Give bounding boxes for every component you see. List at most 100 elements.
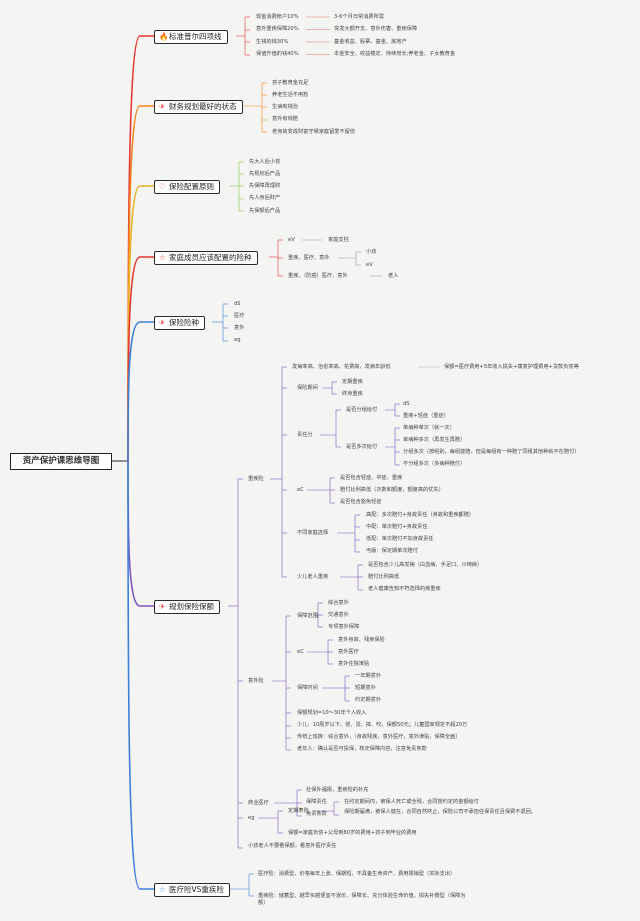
scope-item[interactable]: 综合意外 <box>328 599 349 606</box>
root-node[interactable]: 资产保护课思维导图 <box>10 453 112 470</box>
yec-item[interactable]: 意外医疗 <box>338 648 359 655</box>
child-item[interactable]: 是否包含少儿高发病（白血病、手足口、川崎病） <box>368 561 483 568</box>
node-family-insurance[interactable]: ☆家庭成员应该配置的险种 <box>154 251 258 265</box>
principle-item[interactable]: 先保额后产品 <box>249 207 281 214</box>
scope-item[interactable]: 交通意外 <box>328 611 349 618</box>
multi-item[interactable]: 单病种单次（就一次） <box>403 424 455 431</box>
ec[interactable]: eC <box>297 486 304 493</box>
member-who[interactable]: eV <box>366 261 373 268</box>
ec-item[interactable]: 赔付比例高低（次数和额度，额度高的优先） <box>340 486 444 493</box>
principle-item[interactable]: 先规划后产品 <box>249 170 281 177</box>
star-icon: ☆ <box>159 885 166 894</box>
type-item[interactable]: dS <box>234 300 241 307</box>
time-item[interactable]: 一年期意外 <box>355 672 381 679</box>
tsp-item[interactable]: 现金消费帐户10% <box>256 13 299 20</box>
accident-note[interactable]: 老年人：确认是否可投保，核定保障内容，注意免责条款 <box>297 746 427 753</box>
choice-item[interactable]: 中配：单次赔付+身故责任 <box>366 523 428 530</box>
multi-item[interactable]: 单病种多次（再发生再赔） <box>403 436 466 443</box>
accident-note[interactable]: 传统上班族：综合意外，（身故残疾，意外医疗，意外津贴，保障全面） <box>297 734 461 741</box>
plane-icon: ✈ <box>159 318 166 327</box>
medical-item[interactable]: 保障责任 <box>306 798 327 805</box>
eg[interactable]: eg <box>248 814 255 821</box>
multi-pay[interactable]: 是否多次给付 <box>346 443 378 450</box>
term-item[interactable]: 保险期届满，被保人健在，合同自然终止，保险公司不承担任保责任且保费不退回。 <box>344 808 536 815</box>
heart-icon: ♡ <box>159 182 166 191</box>
fire-icon: 🔥 <box>159 32 169 41</box>
member-item[interactable]: 重疾、医疗、意外 <box>288 254 330 261</box>
formula[interactable]: 保额=医疗费用+5年收入损失+康复护理费用+贷款负债等 <box>444 363 579 370</box>
member-who[interactable]: 家庭支柱 <box>328 236 349 243</box>
responsibility[interactable]: 责任分 <box>297 431 313 438</box>
term-life[interactable]: 定期寿险 <box>288 807 309 814</box>
accident[interactable]: 意外险 <box>248 677 264 684</box>
group-pay[interactable]: 是否分组给付 <box>346 406 378 413</box>
choice-item[interactable]: 丐版：保定期单次赔付 <box>366 548 418 555</box>
group-item[interactable]: 重疾+轻症（重症） <box>403 412 449 419</box>
ec[interactable]: eC <box>297 648 304 655</box>
accident-note[interactable]: 保额规划=10～30年个人收入 <box>297 709 367 716</box>
member-who[interactable]: 老人 <box>388 272 399 279</box>
tsp-item[interactable]: 意外重疾保障20% <box>256 26 299 32</box>
plane-icon: ✈ <box>159 102 166 111</box>
last-note[interactable]: 小孩老人不要看保额，看意外医疗责任 <box>248 842 337 849</box>
state-item[interactable]: 养老生活不用愁 <box>272 91 309 98</box>
critical-illness[interactable]: 重疾险 <box>248 475 264 482</box>
yec-item[interactable]: 意外住院津贴 <box>338 661 370 668</box>
tsp-desc[interactable]: 3-6个月日常消费所需 <box>334 13 384 20</box>
time-item[interactable]: 短期意外 <box>355 684 376 691</box>
ec-item[interactable]: 是否包含轻症、中症、重疾 <box>340 474 403 481</box>
tsp-desc[interactable]: 基金收益、股票、基金、房地产 <box>334 38 407 45</box>
member-item[interactable]: 重疾、（防癌）医疗、意外 <box>288 272 348 279</box>
member-who[interactable]: 小孩 <box>366 248 377 255</box>
tsp-item[interactable]: 保值升值的钱40% <box>256 51 299 57</box>
node-config-principle[interactable]: ♡保险配置原则 <box>154 180 220 194</box>
time[interactable]: 保障时间 <box>297 684 318 691</box>
medical-item[interactable]: 免责条款 <box>306 811 327 818</box>
state-item[interactable]: 意外有钱赔 <box>272 116 298 123</box>
period-item[interactable]: 终身重疾 <box>342 390 363 397</box>
principle-item[interactable]: 先大人后小孩 <box>249 158 281 165</box>
tsp-desc[interactable]: 突发大额开支、意外伤害、重疾保障 <box>334 26 418 32</box>
feature[interactable]: 发病率高、治愈率高、花费高、发病年龄低 <box>292 363 391 370</box>
term-item[interactable]: 在约定期间内，被保人死亡或全残，合同按约定的金额给付 <box>344 798 479 805</box>
node-medical-vs-critical[interactable]: ☆医疗险VS重疾险 <box>154 883 230 897</box>
type-item[interactable]: 意外 <box>234 325 245 332</box>
type-item[interactable]: 医疗 <box>234 312 245 319</box>
principle-item[interactable]: 先保障再理财 <box>249 183 281 190</box>
scope[interactable]: 保障范围 <box>297 612 318 619</box>
node-standard-poor[interactable]: 🔥标准普尔四项线 <box>154 30 228 44</box>
tsp-item[interactable]: 生钱的钱30% <box>256 38 289 45</box>
member-item[interactable]: eV <box>288 236 295 243</box>
family-choice[interactable]: 不同家庭选择 <box>297 529 329 536</box>
tsp-desc[interactable]: 本金安全、收益稳定、持续增长;养老金、子女教育金 <box>334 51 456 57</box>
state-item[interactable]: 孩子教育金充足 <box>272 79 309 86</box>
choice-item[interactable]: 低配：单次赔付不加身故责任 <box>366 536 434 543</box>
medical-item[interactable]: 社保外福报，重疾险的补充 <box>306 786 369 793</box>
compare-item[interactable]: 医疗险：消费型、价格每年上涨、保期短、不具备生命资产、费用报销型（实际支出） <box>258 870 456 877</box>
choice-item[interactable]: 高配：多次赔付+身故责任（身故和重疾都赔） <box>366 511 475 518</box>
multi-item[interactable]: 分组多次（按组别，每组能赔，但是每组有一种赔了同组其他种就不在赔付） <box>403 449 580 456</box>
principle-item[interactable]: 先人身后财产 <box>249 195 281 202</box>
compare-item[interactable]: 重疾险：储蓄型、越早买越便宜不涨价、保障长、充分体验生命价值、损失补偿型（保障为… <box>258 892 466 906</box>
scope-item[interactable]: 专项意外保障 <box>328 624 360 631</box>
group-item[interactable]: dS <box>403 400 410 407</box>
period-item[interactable]: 定期重疾 <box>342 378 363 385</box>
multi-item[interactable]: 不分组多次（多病种赔付） <box>403 461 466 468</box>
accident-note[interactable]: 少儿：10周岁以下、侵、烫、摔、咬，保额50元；儿童国家规定不超20万 <box>297 721 468 728</box>
time-item[interactable]: 约定期意外 <box>355 697 381 704</box>
state-item[interactable]: 老身故变成财富守候家庭留爱不留债 <box>272 128 356 135</box>
node-financial-state[interactable]: ✈财务规划最好的状态 <box>154 100 243 114</box>
star-icon: ☆ <box>159 253 166 262</box>
eg-formula[interactable]: 保额=家庭负债+父母到80岁的费用+孩子到毕业的费用 <box>288 829 417 836</box>
node-plan-amount[interactable]: ✈规划保险保额 <box>154 600 220 614</box>
yec-item[interactable]: 意外身故、残疾保险 <box>338 636 385 643</box>
state-item[interactable]: 生病有钱治 <box>272 104 298 111</box>
commercial-medical[interactable]: 商业医疗 <box>248 799 269 806</box>
node-insurance-types[interactable]: ✈保险险种 <box>154 316 205 330</box>
child-item[interactable]: 赔付比例高低 <box>368 573 400 580</box>
period[interactable]: 保险期间 <box>297 384 318 391</box>
child-item[interactable]: 老人健康告知不符选择的疾重疾 <box>368 586 441 593</box>
type-item[interactable]: eg <box>234 337 241 344</box>
child-elder[interactable]: 少儿老人重疾 <box>297 573 329 580</box>
ec-item[interactable]: 是否包含豁免轻症 <box>340 499 382 506</box>
